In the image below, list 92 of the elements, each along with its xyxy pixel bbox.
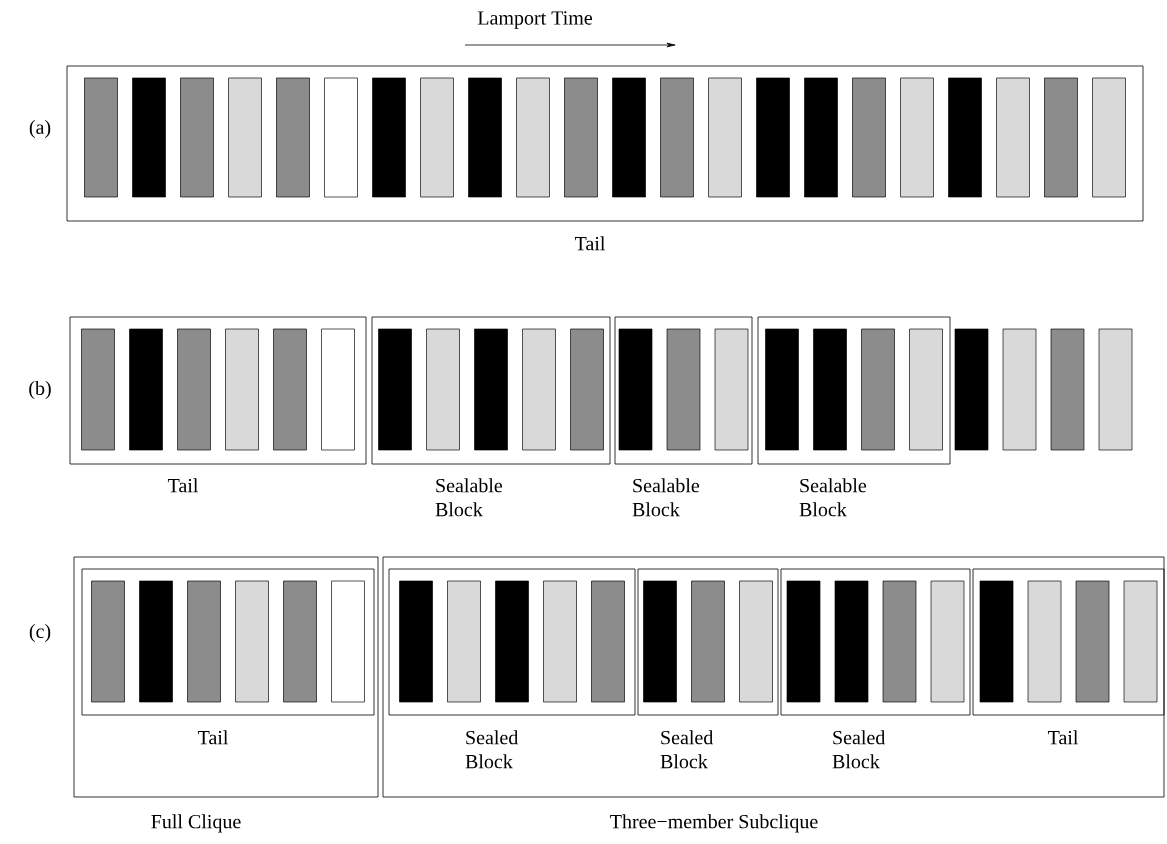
bar xyxy=(1092,77,1126,198)
bar xyxy=(129,328,163,451)
node-label: Sealable Block xyxy=(435,478,503,517)
bar xyxy=(804,77,838,198)
bar xyxy=(714,328,749,451)
bar xyxy=(900,77,934,198)
bar xyxy=(813,328,847,451)
bar xyxy=(225,328,259,451)
bar xyxy=(516,77,550,198)
bar xyxy=(979,580,1014,703)
bar xyxy=(372,77,406,198)
bar xyxy=(739,580,773,703)
bar xyxy=(666,328,701,451)
bar xyxy=(1075,580,1110,703)
row-label: (c) xyxy=(29,623,51,643)
group-box: Tail xyxy=(972,568,1165,745)
group-box: Sealed Block xyxy=(388,568,636,769)
group-box: Sealable Block xyxy=(371,316,611,517)
group-box: Tail xyxy=(81,568,375,745)
bar xyxy=(447,580,481,703)
group-box: Tail xyxy=(66,65,1144,251)
bar xyxy=(187,580,221,703)
node-label: Sealed Block xyxy=(832,730,886,769)
bar xyxy=(420,77,454,198)
bar xyxy=(570,328,604,451)
bar xyxy=(1098,328,1133,451)
bar xyxy=(948,77,982,198)
bar xyxy=(81,328,115,451)
node-label: Sealed Block xyxy=(465,730,519,769)
bar xyxy=(861,328,895,451)
bar xyxy=(756,77,790,198)
bar xyxy=(612,77,646,198)
bar xyxy=(273,328,307,451)
bar xyxy=(1050,328,1085,451)
bar xyxy=(91,580,125,703)
bar xyxy=(852,77,886,198)
row-label: (a) xyxy=(29,119,51,139)
bar xyxy=(474,328,508,451)
group-box: Sealable Block xyxy=(757,316,951,517)
bar xyxy=(132,77,166,198)
node-label: Tail xyxy=(1047,730,1079,745)
bar xyxy=(276,77,310,198)
bar xyxy=(235,580,269,703)
node-label: Sealable Block xyxy=(799,478,867,517)
row-label: (b) xyxy=(29,380,51,400)
group-box: Sealed Block xyxy=(780,568,971,769)
bar xyxy=(468,77,502,198)
bar xyxy=(180,77,214,198)
bar xyxy=(834,580,869,703)
node-label: Sealable Block xyxy=(632,478,700,517)
bar xyxy=(882,580,917,703)
node-label: Tail xyxy=(574,236,606,251)
node-label: Tail xyxy=(197,730,229,745)
bar xyxy=(564,77,598,198)
bar xyxy=(543,580,577,703)
bar xyxy=(660,77,694,198)
bar xyxy=(765,328,799,451)
bar xyxy=(139,580,173,703)
bar xyxy=(708,77,742,198)
bar xyxy=(1002,328,1037,451)
bar xyxy=(954,328,989,451)
group-box: Tail xyxy=(69,316,367,493)
bar xyxy=(643,580,677,703)
bar xyxy=(522,328,556,451)
node-label: Full Clique xyxy=(151,814,241,833)
bar xyxy=(378,328,412,451)
bar xyxy=(930,580,965,703)
bar xyxy=(1027,580,1062,703)
group-box: Sealed Block xyxy=(637,568,779,769)
bar xyxy=(228,77,262,198)
bar xyxy=(996,77,1030,198)
bar xyxy=(84,77,118,198)
bar xyxy=(426,328,460,451)
node-label: Sealed Block xyxy=(660,730,714,769)
bar xyxy=(177,328,211,451)
node-label: Three−member Subclique xyxy=(610,814,818,833)
bar xyxy=(283,580,317,703)
bar xyxy=(1044,77,1078,198)
bar xyxy=(324,77,358,198)
bar xyxy=(399,580,433,703)
bar xyxy=(331,580,365,703)
bar xyxy=(786,580,821,703)
group-box: Sealable Block xyxy=(614,316,753,517)
bar xyxy=(591,580,625,703)
bar xyxy=(618,328,653,451)
axis-label: Lamport Time xyxy=(477,11,592,29)
bar xyxy=(909,328,943,451)
bar xyxy=(321,328,355,451)
bar xyxy=(691,580,725,703)
bar xyxy=(1123,580,1158,703)
bar xyxy=(495,580,529,703)
node-label: Tail xyxy=(167,478,199,493)
